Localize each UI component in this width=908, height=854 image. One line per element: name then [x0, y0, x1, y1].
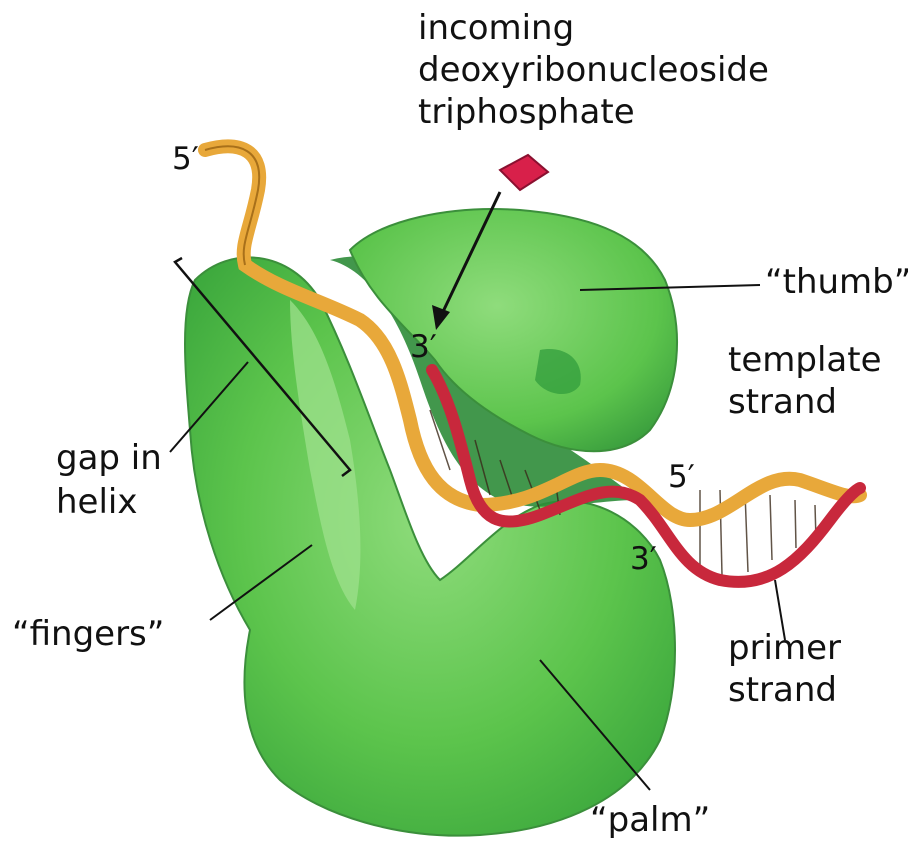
label-three-prime-primer-end: 3′ — [410, 330, 437, 364]
label-primer-strand: strand — [728, 670, 837, 710]
label-thumb: “thumb” — [765, 262, 908, 302]
label-fingers: “fingers” — [12, 614, 164, 654]
label-palm: “palm” — [590, 800, 710, 840]
label-helix: helix — [56, 482, 137, 522]
label-incoming: incoming — [418, 8, 574, 48]
thumb-domain — [350, 209, 677, 451]
label-three-prime-right: 3′ — [630, 542, 657, 576]
label-five-prime-right: 5′ — [668, 460, 695, 494]
label-template-strand: strand — [728, 382, 837, 422]
label-gap-in: gap in — [56, 438, 162, 478]
label-primer: primer — [728, 628, 841, 668]
label-triphosphate: triphosphate — [418, 92, 635, 132]
label-five-prime-template-top: 5′ — [172, 142, 199, 176]
label-deoxyribonucleoside: deoxyribonucleoside — [418, 50, 769, 90]
incoming-nucleotide — [500, 155, 548, 190]
label-template: template — [728, 340, 881, 380]
